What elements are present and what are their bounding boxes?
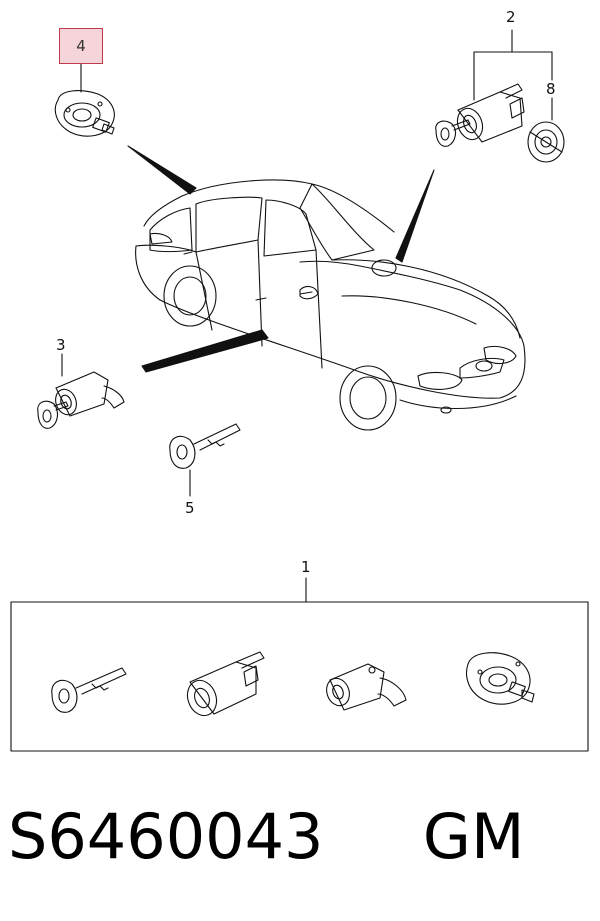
leader-part-2	[396, 170, 434, 262]
callout-1: 1	[301, 558, 311, 576]
kit-door-lock	[323, 664, 406, 710]
part-2-ignition-lock	[436, 30, 552, 146]
kit-ignition-lock	[183, 652, 264, 720]
leader-part-4	[128, 146, 196, 194]
callout-2: 2	[506, 8, 516, 26]
kit-key	[52, 668, 126, 712]
callout-3: 3	[56, 336, 66, 354]
brand-name: GM	[422, 800, 525, 873]
callout-8: 8	[546, 80, 556, 98]
leader-part-3	[142, 330, 268, 372]
part-3-door-lock	[38, 354, 124, 428]
callout-4: 4	[76, 37, 86, 55]
part-4-lock-cylinder	[55, 64, 114, 136]
part-8-lock-ring	[528, 98, 564, 162]
callout-5: 5	[185, 499, 195, 517]
callout-4-highlight: 4	[59, 28, 103, 64]
kit-box	[11, 602, 588, 751]
part-5-key	[170, 424, 240, 496]
car-illustration	[136, 180, 525, 430]
part-footer: S6460043 GM	[8, 800, 592, 880]
part-number: S6460043	[8, 800, 324, 873]
kit-trunk-lock	[467, 653, 534, 704]
